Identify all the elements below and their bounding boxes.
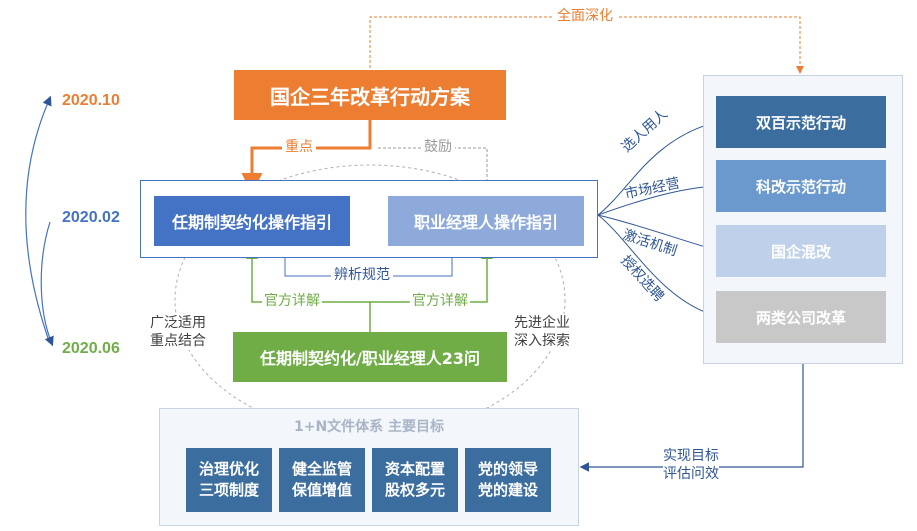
guide-term-contract: 任期制契约化操作指引	[154, 196, 350, 246]
side-label-right: 先进企业 深入探索	[514, 314, 570, 350]
official-link-right	[370, 247, 493, 303]
date-2020-10: 2020.10	[62, 92, 120, 109]
dashed-ring	[174, 164, 566, 436]
goal-governance: 治理优化 三项制度	[186, 448, 272, 512]
qa-23-box: 任期制契约化/职业经理人23问	[233, 332, 507, 382]
evaluate-label-line2: 评估问效	[663, 466, 719, 482]
encourage-link	[378, 147, 491, 192]
date-2020-06: 2020.06	[62, 340, 120, 357]
official-label-right: 官方详解	[410, 292, 470, 310]
deepen-label: 全面深化	[553, 7, 617, 25]
goal-supervision: 健全监管 保值增值	[279, 448, 365, 512]
evaluate-label: 实现目标 评估问效	[663, 447, 719, 483]
goal-capital-line2: 股权多元	[384, 481, 445, 499]
side-label-left-line2: 重点结合	[150, 333, 206, 349]
side-label-left-line1: 广泛适用	[150, 315, 206, 331]
goal-governance-line1: 治理优化	[198, 460, 259, 478]
goal-party-line2: 党的建设	[477, 481, 538, 499]
side-label-right-line1: 先进企业	[514, 315, 570, 331]
action-double-hundred: 双百示范行动	[716, 96, 886, 148]
goal-supervision-line1: 健全监管	[291, 460, 352, 478]
focus-label: 重点	[282, 138, 316, 156]
guide-professional-manager: 职业经理人操作指引	[388, 196, 584, 246]
goal-capital-line1: 资本配置	[384, 460, 445, 478]
action-mixed-ownership: 国企混改	[716, 225, 886, 277]
goals-title: 1+N文件体系 主要目标	[293, 419, 445, 435]
official-label-left: 官方详解	[262, 292, 322, 310]
main-plan-box: 国企三年改革行动方案	[234, 70, 506, 120]
side-label-right-line2: 深入探索	[514, 333, 570, 349]
date-2020-02: 2020.02	[62, 209, 120, 226]
branch-1	[597, 121, 717, 216]
goal-party: 党的领导 党的建设	[465, 448, 551, 512]
goal-party-line1: 党的领导	[477, 460, 538, 478]
goal-capital: 资本配置 股权多元	[372, 448, 458, 512]
encourage-label: 鼓励	[421, 138, 455, 156]
evaluate-label-line1: 实现目标	[663, 448, 719, 464]
goal-governance-line2: 三项制度	[198, 481, 259, 499]
side-label-left: 广泛适用 重点结合	[150, 314, 206, 350]
deepen-link	[369, 16, 804, 74]
branch-4	[597, 214, 717, 317]
timeline-arc-inner	[40, 221, 54, 347]
distinguish-label: 辨析规范	[331, 266, 393, 284]
evaluate-link	[579, 364, 804, 472]
action-two-company: 两类公司改革	[716, 291, 886, 343]
action-sci-reform: 科改示范行动	[716, 160, 886, 212]
goal-supervision-line2: 保值增值	[291, 481, 352, 499]
timeline-arc-outer	[25, 95, 52, 339]
